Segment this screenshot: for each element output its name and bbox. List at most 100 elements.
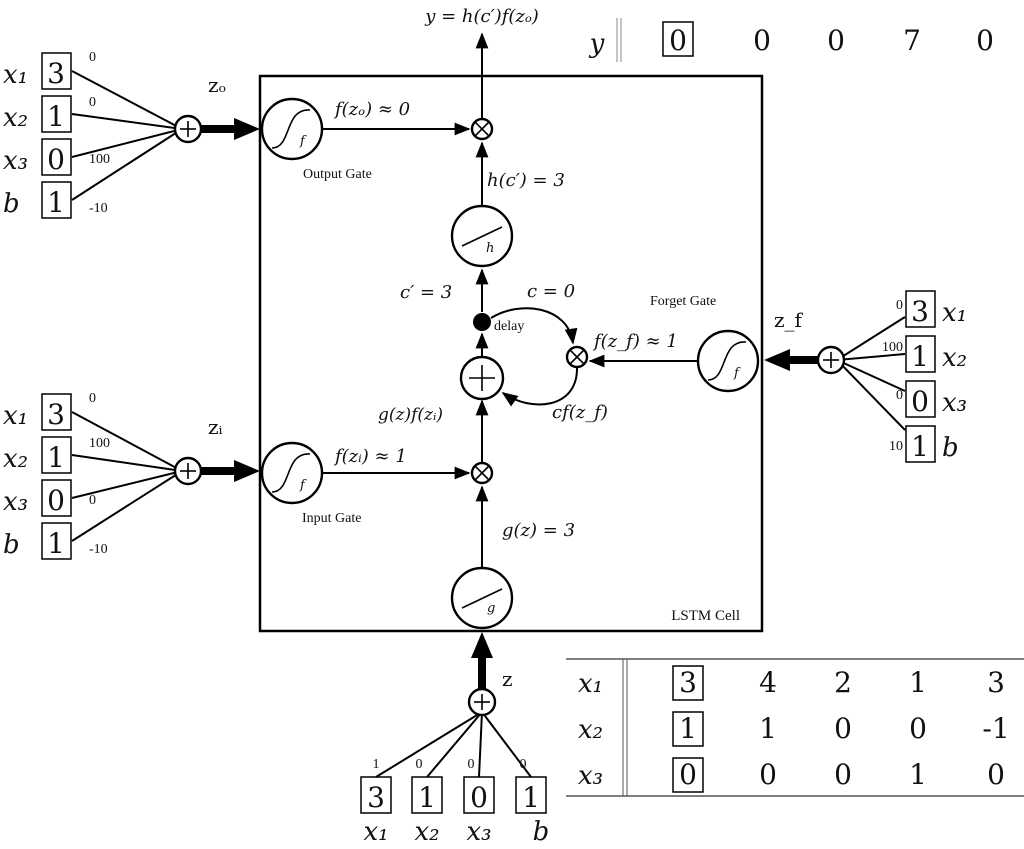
svg-text:f: f: [733, 366, 741, 381]
weight-edge: [71, 128, 183, 158]
c-new-label: c′ = 3: [400, 282, 452, 303]
forget-gate-label: Forget Gate: [650, 294, 716, 309]
x-value: -1: [982, 712, 1009, 745]
input-value: 1: [522, 781, 540, 814]
weight-edge: [71, 470, 183, 499]
y-value: 0: [669, 24, 687, 57]
input-multiply-node: [470, 461, 494, 485]
input-name: x₃: [3, 487, 28, 517]
output-formula: y = h(c′)f(zₒ): [424, 6, 539, 27]
gated-input-label: g(z)f(zᵢ): [378, 405, 443, 425]
x-value: 1: [679, 712, 697, 745]
forget-gate: f f(z_f) ≈ 1 Forget Gate: [588, 294, 760, 393]
c-old-loop-arrow: [490, 307, 578, 345]
weight-edge: [71, 454, 183, 472]
weight-label: 0: [520, 757, 527, 772]
input-value: 0: [470, 781, 488, 814]
weight-label: 100: [89, 436, 110, 451]
cell-sum-node: [459, 355, 505, 401]
weight-label: -10: [89, 201, 108, 216]
input-gate: f f(zᵢ) ≈ 1 Input Gate: [260, 441, 471, 526]
weight-label: 0: [468, 757, 475, 772]
weight-edge: [71, 128, 183, 201]
x-value: 0: [834, 758, 852, 791]
y-value: 7: [903, 24, 921, 57]
highlight-box: [672, 711, 704, 747]
h-activation: h(c′) = 3 h: [450, 141, 565, 268]
x-value: 0: [987, 758, 1005, 791]
weight-label: 0: [896, 388, 903, 403]
input-value-box: [41, 522, 72, 560]
weight-edge: [836, 359, 906, 431]
input-name: x₁: [3, 60, 28, 90]
input-value: 3: [47, 398, 65, 431]
input-value: 3: [47, 57, 65, 90]
input-value: 1: [911, 430, 929, 463]
input-value-box: [41, 393, 72, 431]
delay-node: [473, 313, 491, 331]
gate-input-label: z_f: [774, 308, 804, 332]
input-name: b: [3, 189, 20, 219]
input-value: 0: [47, 484, 65, 517]
input-value: 0: [47, 143, 65, 176]
highlight-box: [672, 757, 704, 793]
weight-edge: [71, 411, 183, 472]
input-name: x₃: [942, 388, 967, 418]
weight-edge: [836, 359, 906, 392]
input-name: x₂: [3, 444, 28, 474]
x-value: 4: [759, 666, 777, 699]
weight-label: 100: [882, 340, 903, 355]
output-gate-label: Output Gate: [303, 167, 372, 182]
svg-text:f: f: [299, 478, 307, 493]
forget-multiply-node: [565, 345, 589, 369]
arrowhead-icon: [234, 118, 260, 140]
weight-label: 10: [889, 439, 903, 454]
input-name: b: [533, 817, 550, 847]
forget-gate-value: f(z_f) ≈ 1: [592, 331, 678, 352]
input-value-box: [515, 776, 547, 814]
y-value: 0: [976, 24, 994, 57]
input-value: 1: [47, 527, 65, 560]
input-name: b: [942, 433, 959, 463]
weight-edge: [426, 711, 483, 778]
input-name: b: [3, 530, 20, 560]
input-value-box: [905, 380, 936, 418]
x-value: 0: [679, 758, 697, 791]
g-activation: g(z) = 3 g: [450, 485, 575, 630]
forget-product-arrow: [501, 366, 579, 407]
input-value-box: [360, 776, 392, 814]
input-value: 1: [418, 781, 436, 814]
input-value-box: [905, 335, 936, 373]
input-value-box: [41, 95, 72, 133]
sigmoid-icon: [707, 341, 747, 381]
input-value-box: [41, 436, 72, 474]
input-value: 0: [911, 385, 929, 418]
input-gate-value: f(zᵢ) ≈ 1: [333, 446, 407, 467]
x-value: 1: [909, 666, 927, 699]
forget-gate-sigmoid-node: [696, 329, 760, 393]
weight-edge: [836, 316, 906, 361]
output-gate: f f(zₒ) ≈ 0 Output Gate: [260, 97, 471, 182]
output-multiply-node: [470, 117, 494, 141]
input-value-box: [41, 479, 72, 517]
y-value: 0: [827, 24, 845, 57]
output-gate-value: f(zₒ) ≈ 0: [333, 99, 410, 120]
weight-label: 0: [89, 50, 96, 65]
weight-label: 0: [416, 757, 423, 772]
delay-label: delay: [494, 319, 524, 334]
highlight-box: [672, 665, 704, 701]
svg-text:g: g: [487, 601, 495, 616]
input-name: x₂: [942, 343, 967, 373]
lstm-cell-label: LSTM Cell: [671, 608, 740, 624]
x-value: 1: [909, 758, 927, 791]
weight-label: 0: [896, 298, 903, 313]
activation-label: f: [299, 134, 307, 149]
weight-edge: [481, 711, 532, 778]
input-gate-label: Input Gate: [302, 511, 361, 526]
gate-input-label: zᵢ: [208, 415, 223, 439]
weight-edge: [375, 711, 483, 778]
input-value: 1: [47, 441, 65, 474]
x-value: 2: [834, 666, 852, 699]
